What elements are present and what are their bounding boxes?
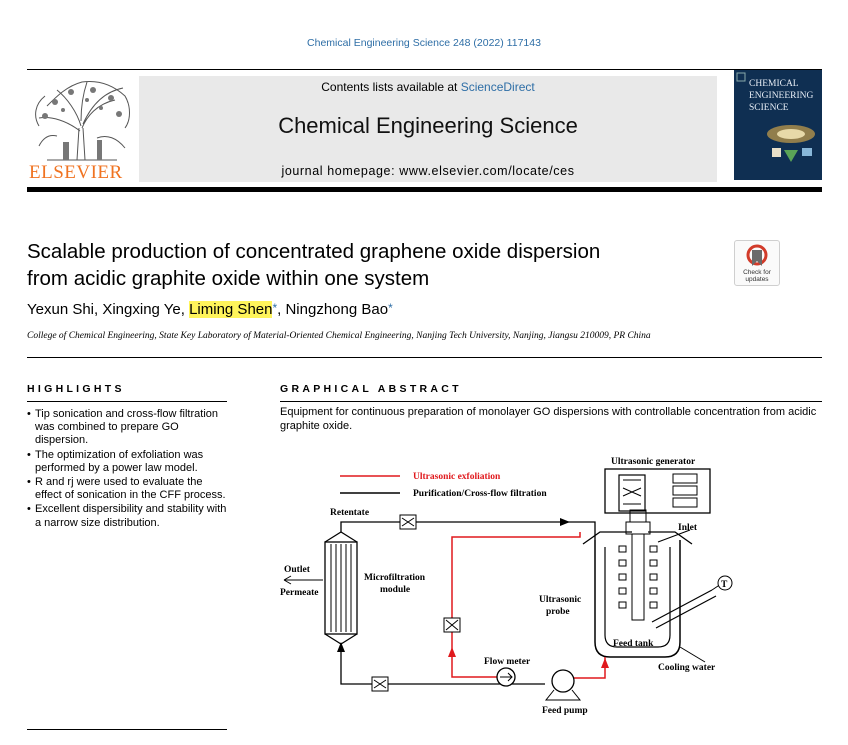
cooling-outlet (679, 646, 706, 663)
contents-line: Contents lists available at ScienceDirec… (139, 80, 717, 94)
journal-banner: Contents lists available at ScienceDirec… (139, 76, 717, 182)
section-rule (27, 357, 822, 358)
check-for-updates-label: Check for updates (743, 269, 771, 283)
transducer-icon (618, 474, 646, 512)
outlet-arrow (283, 575, 323, 585)
top-rule (27, 69, 822, 70)
pump-base (544, 689, 582, 701)
publisher-name: ELSEVIER (29, 162, 123, 183)
cooling-water-label: Cooling water (658, 663, 716, 673)
flow-arrow-red (448, 647, 456, 657)
article-title: Scalable production of concentrated grap… (27, 238, 727, 292)
highlight-item: Excellent dispersibility and stability w… (27, 503, 232, 529)
title-line-2: from acidic graphite oxide within one sy… (27, 267, 430, 290)
highlights-list: Tip sonication and cross-flow filtration… (27, 408, 232, 531)
thermometer-stem (655, 595, 717, 629)
exfoliation-loop (451, 532, 581, 678)
affiliation: College of Chemical Engineering, State K… (27, 331, 651, 341)
retentate-valve-icon (399, 514, 417, 530)
legend-red-label: Ultrasonic exfoliation (413, 472, 501, 482)
generator-display (672, 473, 698, 484)
check-for-updates-badge[interactable]: Check for updates (734, 240, 780, 286)
feed-tank-label: Feed tank (613, 639, 654, 649)
probe-label-2: probe (546, 607, 570, 617)
thermometer-icon (717, 575, 733, 591)
return-line (340, 644, 545, 685)
permeate-label: Permeate (280, 588, 319, 598)
outlet-label: Outlet (284, 565, 311, 575)
highlight-item: The optimization of exfoliation was perf… (27, 449, 232, 475)
graphical-abstract-text: Equipment for continuous preparation of … (280, 406, 817, 432)
module-label-2: module (380, 585, 410, 595)
authors-part[interactable]: Yexun Shi, Xingxing Ye, (27, 301, 190, 318)
retentate-label: Retentate (330, 508, 369, 518)
cover-title-line: ENGINEERING (749, 91, 814, 101)
title-line-1: Scalable production of concentrated grap… (27, 240, 601, 263)
journal-homepage[interactable]: journal homepage: www.elsevier.com/locat… (281, 164, 575, 178)
flow-meter-arrow (500, 672, 513, 682)
journal-title: Chemical Engineering Science (278, 113, 578, 138)
probe-clamp (629, 509, 647, 523)
feed-pump-icon (551, 669, 575, 693)
elsevier-mini-icon (736, 72, 746, 82)
sciencedirect-link[interactable]: ScienceDirect (460, 80, 535, 94)
transducer-pattern (622, 479, 642, 505)
graphical-abstract-heading: GRAPHICAL ABSTRACT (280, 383, 462, 395)
authors-part[interactable]: , Ningzhong Bao (277, 301, 389, 318)
return-valve-icon (371, 676, 389, 692)
thermometer-label: T (721, 580, 728, 590)
probe-label-1: Ultrasonic (539, 595, 581, 605)
highlights-heading: HIGHLIGHTS (27, 383, 125, 395)
microfiltration-module (324, 541, 358, 635)
thermometer-stem (651, 589, 713, 623)
ultrasonic-generator-box (604, 468, 711, 514)
process-diagram[interactable]: Ultrasonic exfoliation Purification/Cros… (280, 452, 820, 732)
cover-title: CHEMICAL ENGINEERING SCIENCE (749, 78, 813, 114)
flow-arrow (560, 518, 570, 526)
contents-prefix: Contents lists available at (321, 80, 458, 94)
header-thick-rule (27, 187, 822, 192)
feed-tank-inner (604, 547, 671, 648)
corresponding-star-icon[interactable]: * (388, 301, 393, 315)
generator-display (672, 485, 698, 496)
retentate-line (340, 521, 596, 540)
highlight-item: Tip sonication and cross-flow filtration… (27, 408, 232, 448)
graphical-abstract-rule (280, 401, 822, 402)
flow-arrow-red (601, 658, 609, 668)
flow-meter-label: Flow meter (484, 657, 531, 667)
exfoliation-return (573, 657, 606, 679)
generator-label: Ultrasonic generator (611, 457, 696, 467)
elsevier-logo[interactable]: ELSEVIER (27, 76, 137, 184)
elsevier-tree-icon (35, 81, 130, 161)
red-loop-valve-icon (443, 617, 461, 633)
author-highlighted[interactable]: Liming Shen (189, 301, 273, 318)
flow-arrow (337, 642, 345, 652)
cover-title-line: CHEMICAL (749, 79, 799, 89)
highlights-bottom-rule (27, 729, 227, 730)
corresponding-star-icon[interactable]: * (272, 301, 278, 315)
inlet-label: Inlet (678, 523, 698, 533)
bookmark-refresh-icon (746, 244, 768, 266)
cover-title-line: SCIENCE (749, 103, 789, 113)
highlight-item: R and rj were used to evaluate the effec… (27, 476, 232, 502)
tank-lid (582, 531, 693, 545)
author-list: Yexun Shi, Xingxing Ye, Liming Shen*, Ni… (27, 301, 393, 318)
journal-cover[interactable]: CHEMICAL ENGINEERING SCIENCE (734, 70, 822, 180)
highlights-rule (27, 401, 227, 402)
generator-display (672, 497, 698, 508)
inlet-pipe (657, 529, 691, 543)
feed-tank-outer (594, 540, 681, 658)
feed-pump-label: Feed pump (542, 706, 588, 716)
cover-art-icon (767, 125, 815, 162)
journal-citation[interactable]: Chemical Engineering Science 248 (2022) … (307, 37, 541, 49)
legend-black-label: Purification/Cross-flow filtration (413, 489, 547, 499)
membrane-tubes (330, 544, 352, 632)
probe-markers (618, 545, 658, 609)
module-label-1: Microfiltration (364, 573, 426, 583)
ultrasonic-probe (631, 533, 645, 621)
